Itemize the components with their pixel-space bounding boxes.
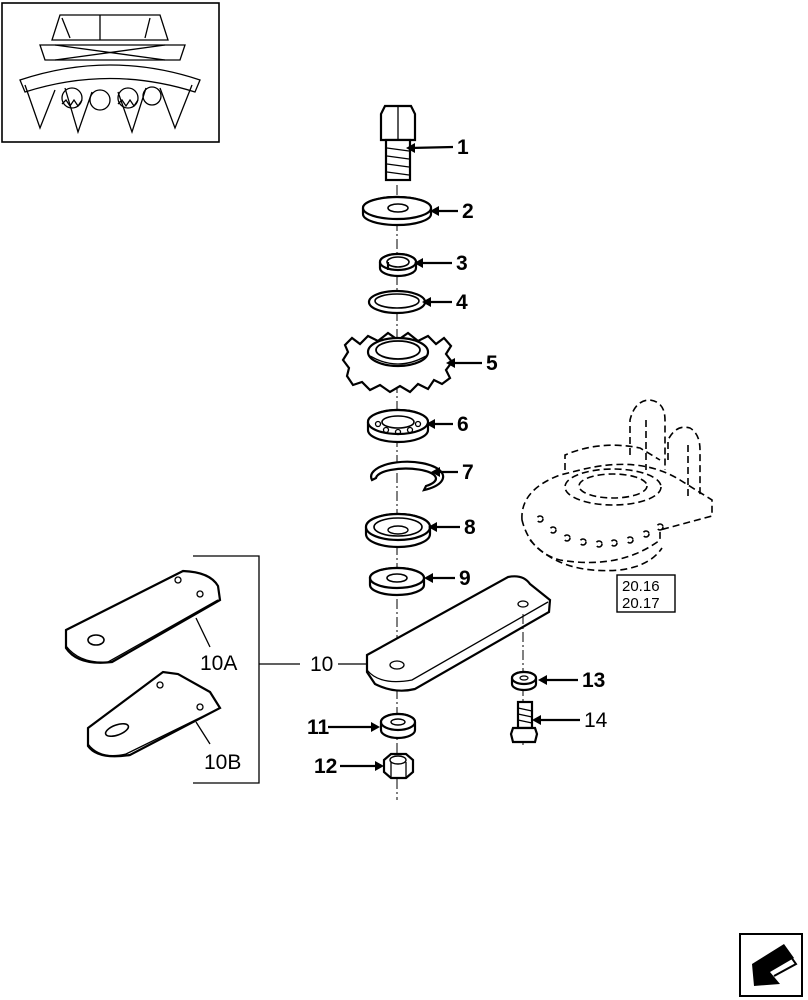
callout-13: 14 [584,709,608,732]
ring-part-4 [367,289,427,315]
callout-14: 13 [582,669,605,692]
lock-washer-part-11 [379,712,417,740]
machine-overview-thumbnail[interactable] [1,2,220,143]
callout-9: 9 [459,567,471,590]
callout-2: 2 [462,200,474,223]
callout-10b: 10B [204,751,241,774]
reference-line-1: 20.16 [622,578,660,595]
cup-part-8 [364,512,432,549]
callout-1: 1 [457,136,469,159]
reference-line-2: 20.17 [622,595,660,612]
snap-ring-part-7 [370,460,445,492]
assembly-context-drawing [521,399,713,572]
leader-lines [193,143,580,784]
callout-6: 6 [457,413,469,436]
washer-part-2 [361,195,433,227]
small-bolt-part-13 [509,700,539,744]
plate-variant-10b [86,670,222,758]
sprocket-part-5 [341,331,454,394]
plate-variant-10a [64,569,222,664]
callout-5: 5 [486,352,498,375]
bolt-part-1 [379,104,417,182]
small-washer-part-14 [510,670,538,692]
plate-part-10 [365,575,552,692]
callout-labels: 1 2 3 4 5 6 7 8 9 10 10A 10B 11 12 14 13 [200,136,608,778]
callout-10a: 10A [200,652,237,675]
callout-10: 10 [310,653,333,676]
bearing-part-6 [366,408,430,444]
callout-12: 12 [314,755,337,778]
reference-box[interactable]: 20.16 20.17 [616,574,676,613]
callout-11: 11 [307,716,330,739]
next-page-arrow-icon[interactable] [739,933,803,997]
washer-part-9 [368,566,426,597]
nut-part-12 [382,752,415,780]
spacer-part-3 [378,252,418,278]
callout-3: 3 [456,252,468,275]
callout-8: 8 [464,516,476,539]
callout-4: 4 [456,291,468,314]
callout-7: 7 [462,461,474,484]
